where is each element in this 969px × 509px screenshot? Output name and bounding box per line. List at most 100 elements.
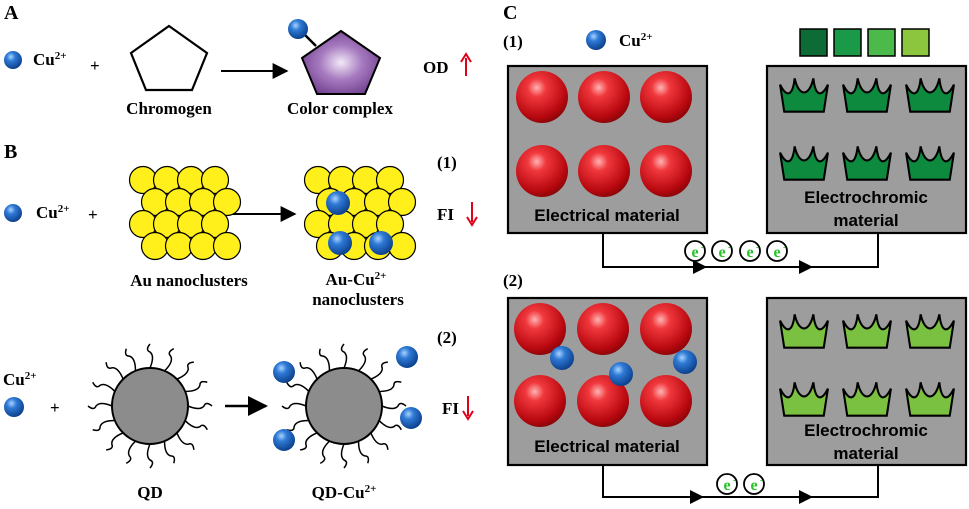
electron-charge: - [728,242,731,252]
au-nanoclusters-label: Au nanoclusters [130,271,248,290]
electrical-material-spheres [516,71,692,197]
panel-b-sub2: (2) [437,328,457,347]
electrical-material-label: Electrical material [534,206,680,225]
cu-ion-icon [326,191,350,215]
panel-b-sub1: (1) [437,153,457,172]
electron-symbol: e [723,477,730,494]
ligand [286,381,310,392]
color-swatch [833,28,862,57]
gold-atom [212,231,242,261]
fi-label-1: FI [437,205,454,224]
red-sphere [516,145,568,197]
ligand [340,443,348,469]
red-sphere [516,71,568,123]
electron-charge: - [760,475,763,485]
ligand [379,380,402,393]
cu-ions-in-material [550,346,697,386]
electron-icon [743,473,765,495]
electron-icon [766,240,788,262]
ligand [357,441,370,464]
cu-ion-icon [609,362,633,386]
color-swatch [799,28,828,57]
panel-c-sub2: (2) [503,271,523,290]
electron-symbol: e [718,244,725,261]
ligand [125,440,136,464]
ligand [164,348,175,372]
cu-ion-icon [4,397,24,417]
electron-symbol: e [691,244,698,261]
ligand [299,362,318,380]
cu-ion-icon [369,231,393,255]
panel-b-label: B [4,141,17,163]
ligand [176,361,194,380]
cu-ion-label: Cu2+ [33,50,67,69]
od-label: OD [423,58,449,77]
quantum-dot-icon [87,343,213,469]
panel-c-sub1: (1) [503,32,523,51]
ligand [281,402,307,410]
electron-row: e-e-e-e- [684,240,788,262]
decrease-arrow-head-icon [466,216,478,227]
circuit-wire [602,233,879,268]
color-swatches [799,28,930,57]
ligand [92,419,115,432]
electron-charge: - [783,242,786,252]
gold-atom [164,231,194,261]
color-complex-label: Color complex [287,99,393,118]
color-complex-pentagon-icon [300,29,382,95]
cu-ion-legend-icon [586,30,606,50]
ligand [87,402,113,410]
ligand [105,362,124,380]
ligand [286,419,309,432]
panel-a-label: A [4,2,19,24]
electron-symbol: e [750,477,757,494]
red-sphere [578,71,630,123]
au-cu-nanocluster-icon [303,165,417,261]
electron-icon [739,240,761,262]
ligand [381,402,407,410]
red-sphere [640,71,692,123]
panel-c-label: C [503,2,517,24]
cu-ion-icon [550,346,574,370]
qd-core [111,367,189,445]
ligand [146,343,154,369]
panel-c: C (1) Cu2+ Electrical material Electroch… [503,2,968,504]
gold-atom [188,231,218,261]
plus-sign: + [50,398,60,417]
au-nanocluster-icon [128,165,242,261]
red-sphere [514,375,566,427]
gold-atom [200,209,230,239]
chromogen-label: Chromogen [126,99,212,118]
ligand [370,361,388,380]
ligand [300,432,318,451]
ligand [92,381,116,392]
electron-icon [716,473,738,495]
qd-label: QD [137,483,163,502]
qd-cu-label: QD-Cu2+ [312,483,377,502]
electron-charge: - [756,242,759,252]
gold-atom [387,187,417,217]
cu-ion-icon [288,19,308,39]
gold-atom [212,187,242,217]
electron-charge: - [701,242,704,252]
cu-ion-icon [4,204,22,222]
ligand [378,420,402,431]
ligand [184,420,208,431]
ligand [176,432,195,450]
red-sphere [640,303,692,355]
ligand [358,348,369,372]
ligand [370,432,389,450]
fi-label-2: FI [442,399,459,418]
electrochromic-label-line2: material [833,444,898,463]
ligand [185,380,208,393]
plus-sign: + [90,56,100,75]
ligand [146,443,154,469]
cu-ion-legend-label: Cu2+ [619,31,653,50]
gold-atom [375,165,405,195]
ligand [124,348,137,371]
red-sphere [577,375,629,427]
electrochromic-label-line1: Electrochromic [804,188,928,207]
plus-sign: + [88,205,98,224]
gold-atom [200,165,230,195]
